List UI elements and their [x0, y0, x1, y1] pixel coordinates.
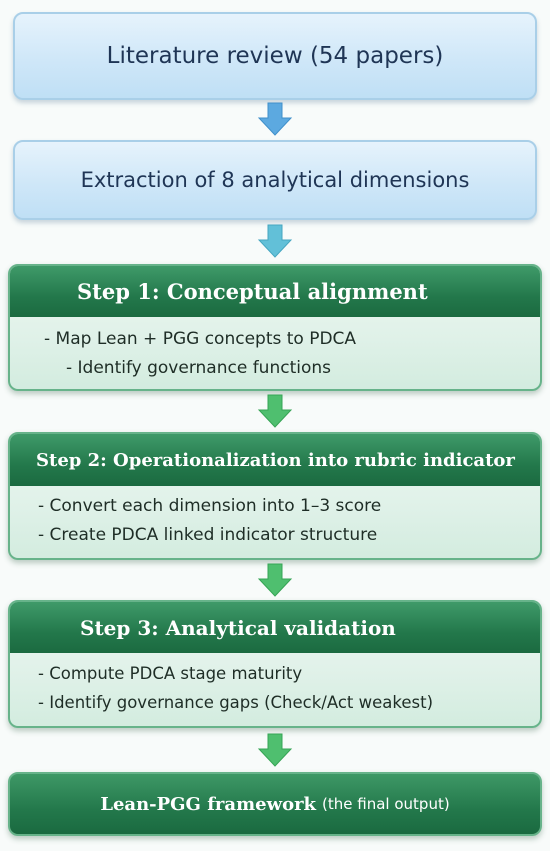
step2-item: - Create PDCA linked indicator structure	[38, 525, 378, 545]
final-title: Lean-PGG framework	[100, 793, 317, 815]
extraction-label: Extraction of 8 analytical dimensions	[80, 168, 470, 192]
down-arrow-icon	[257, 733, 293, 767]
step1-item: - Map Lean + PGG concepts to PDCA	[44, 329, 357, 349]
step2-item: - Convert each dimension into 1–3 score	[38, 496, 382, 516]
extraction-box: Extraction of 8 analytical dimensions	[13, 140, 537, 220]
literature-review-box: Literature review (54 papers)	[13, 12, 537, 100]
step3-item: - Compute PDCA stage maturity	[38, 664, 303, 683]
down-arrow-icon	[257, 563, 293, 597]
literature-review-label: Literature review (54 papers)	[106, 43, 444, 69]
step2-box: Step 2: Operationalization into rubric i…	[8, 432, 542, 560]
step3-box: Step 3: Analytical validation - Compute …	[8, 600, 542, 728]
down-arrow-icon	[257, 102, 293, 136]
down-arrow-icon	[257, 224, 293, 258]
final-output-box: Lean-PGG framework (the final output)	[8, 772, 542, 836]
down-arrow-icon	[257, 394, 293, 428]
final-subtitle: (the final output)	[322, 795, 450, 813]
step3-title: Step 3: Analytical validation	[10, 602, 540, 653]
step1-title: Step 1: Conceptual alignment	[10, 266, 540, 317]
step2-title: Step 2: Operationalization into rubric i…	[10, 434, 540, 486]
step1-box: Step 1: Conceptual alignment - Map Lean …	[8, 264, 542, 391]
step3-item: - Identify governance gaps (Check/Act we…	[38, 693, 434, 712]
step1-item: - Identify governance functions	[66, 358, 331, 378]
